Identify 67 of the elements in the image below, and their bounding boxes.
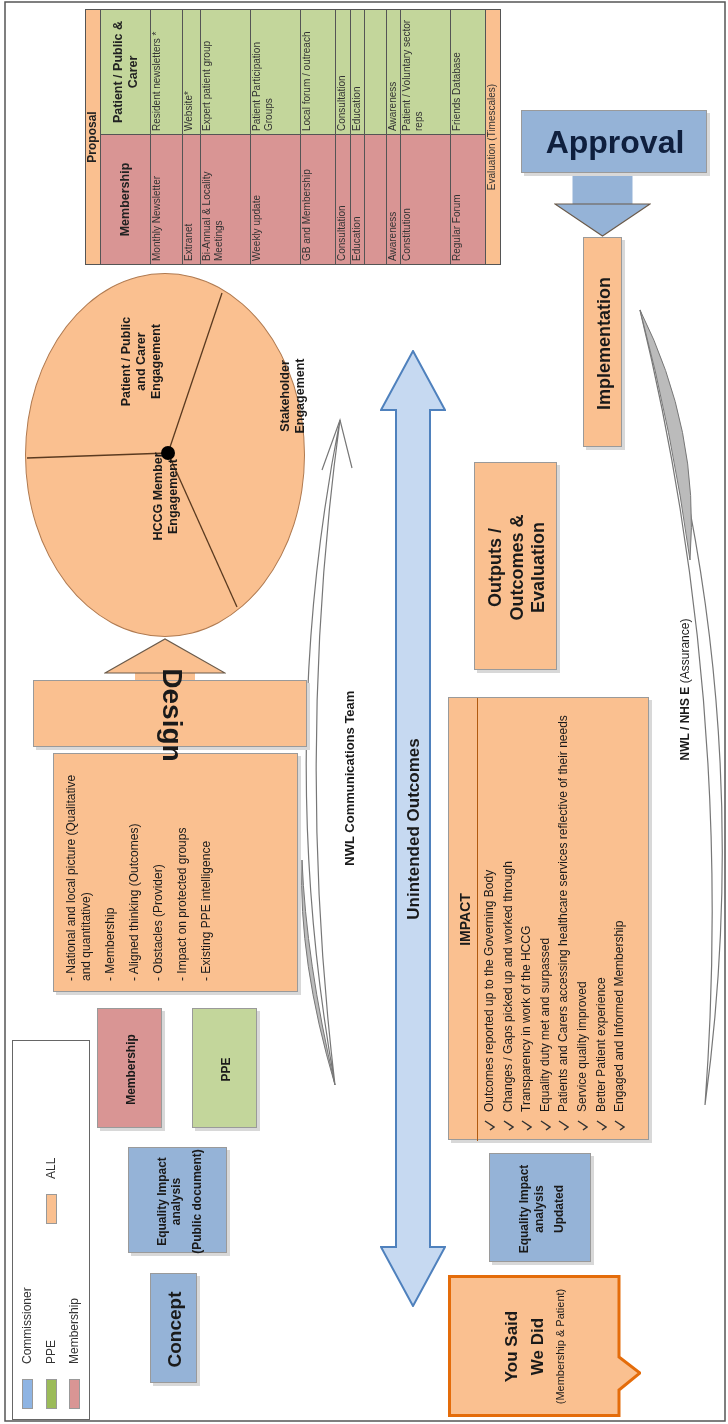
table-cell: Patient / Voluntary sector reps: [400, 9, 451, 135]
box-label: We Did: [526, 1317, 547, 1375]
box-label: (Public document): [188, 1148, 204, 1254]
annotation-text: NWL Communications Team: [341, 689, 358, 868]
process-box: [474, 462, 557, 670]
callout-box: [448, 1275, 641, 1417]
table-cell: GB and Membership: [300, 134, 336, 265]
process-box: [521, 110, 707, 173]
box-label: Membership: [123, 1033, 138, 1105]
box-label: Implementation: [592, 276, 615, 410]
table-cell: Constitution: [400, 134, 451, 265]
table-cell: Friends Database: [450, 9, 486, 135]
table-cell: Weekly update: [250, 134, 301, 265]
legend-label: ALL: [44, 1157, 59, 1179]
annotation-text: NWL / NHS E (Assurance): [677, 617, 693, 763]
bullet-text: - Aligned thinking (Outcomes): [127, 823, 142, 981]
sector-label: HCCG Member Engagement: [150, 450, 180, 543]
box-label: PPE: [218, 1057, 233, 1081]
double-arrow: [380, 350, 446, 1307]
box-heading: IMPACT: [456, 892, 474, 948]
list-item: Service quality improved: [574, 981, 590, 1112]
legend-label: PPE: [44, 1340, 59, 1364]
bullet-text: - National and local picture (Qualitative and quantitative): [64, 773, 94, 981]
table-cell: Expert patient group: [200, 9, 251, 135]
box-label: Updated: [551, 1184, 566, 1233]
legend-label: Membership: [67, 1297, 82, 1364]
process-box: [97, 1008, 162, 1128]
table-cell: Monthly Newsletter: [150, 134, 183, 265]
block-arrow: [104, 638, 226, 680]
table-cell: Patient / Public & Carer: [100, 9, 151, 135]
box-label: Approval: [545, 123, 685, 162]
box-label: You Said: [500, 1310, 521, 1382]
box-label: Concept: [163, 1291, 186, 1367]
block-arrow: [554, 173, 651, 237]
box-label: Design: [154, 667, 188, 762]
table-cell: Proposal: [85, 9, 101, 265]
table-cell: Regular Forum: [450, 134, 486, 265]
list-item: Transparency in work of the HCCG: [519, 925, 535, 1112]
table-cell: Resident newsletters *: [150, 9, 183, 135]
box-label: (Membership & Patient): [553, 1288, 567, 1404]
process-box: [150, 1273, 197, 1383]
list-item: Equality duty met and surpassed: [537, 937, 553, 1112]
list-item: Better Patient experience: [593, 977, 609, 1112]
list-item: Patients and Carers accessing healthcare services reflective of their needs: [556, 715, 572, 1112]
bullet-text: - Impact on protected groups: [175, 827, 190, 981]
table-cell: Local forum / outreach: [300, 9, 336, 135]
box-label: Unintended Outcomes: [402, 737, 423, 920]
impact-box: [448, 697, 649, 1140]
list-item: Engaged and Informed Membership: [612, 920, 628, 1112]
box-label: Outputs / Outcomes & Evaluation: [484, 513, 549, 622]
box-label: Equality Impact analysis: [516, 1163, 546, 1255]
list-item: Outcomes reported up to the Governing Body: [482, 869, 497, 1112]
sector-label: Patient / Public and Carer Engagement: [118, 315, 164, 408]
list-item: Changes / Gaps picked up and worked through: [500, 861, 516, 1112]
process-box: [128, 1147, 227, 1253]
process-box: [489, 1153, 591, 1262]
table-cell: Bi-Annual & Locality Meetings: [200, 134, 251, 265]
bullet-text: - Existing PPE intelligence: [199, 840, 214, 981]
process-box: [192, 1008, 257, 1128]
table-cell: Patient Participation Groups: [250, 9, 301, 135]
bullet-text: - Membership: [103, 907, 118, 981]
table-cell: Membership: [100, 134, 151, 265]
sector-label: Stakeholder Engagement: [278, 357, 308, 436]
bullet-text: - Obstacles (Provider): [151, 864, 166, 981]
box-label: Equality Impact analysis: [153, 1155, 183, 1248]
legend-label: Commissioner: [20, 1287, 35, 1364]
process-box: [583, 237, 622, 447]
